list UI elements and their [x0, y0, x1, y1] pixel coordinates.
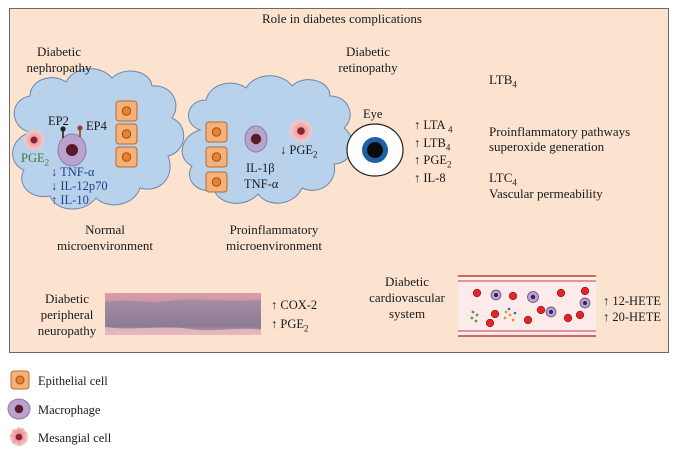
eye-label: Eye: [363, 107, 383, 121]
ltb4-text: LTB: [489, 72, 513, 87]
marker-text: ↑ PGE: [414, 153, 447, 167]
epithelial-cell: [205, 121, 228, 143]
ltc4-desc: Vascular permeability: [489, 186, 603, 201]
neuropathy-heading-line2: peripheral: [40, 307, 94, 322]
cardiovascular-heading-line3: system: [388, 306, 426, 321]
retinopathy-marker-lta4: ↑ LTA 4: [414, 117, 452, 138]
pge2-text: PGE: [21, 151, 45, 165]
epithelial-cell: [205, 171, 228, 193]
macrophage-icon: [7, 398, 31, 420]
pge2-decrease-text: ↓ PGE: [280, 143, 313, 157]
marker-subscript: 2: [447, 159, 452, 170]
epithelial-cell: [205, 146, 228, 168]
proinflammatory-caption-line1: Proinflammatory: [229, 222, 319, 237]
tnfa-label: TNF-α: [244, 177, 279, 191]
ltc4-subscript: 4: [512, 177, 517, 188]
pge2-subscript: 2: [44, 157, 50, 168]
ep4-receptor: [77, 125, 83, 137]
proinflammatory-caption-line2: microenvironment: [225, 238, 323, 253]
mesangial-cell-icon: [9, 425, 28, 446]
retinopathy-marker-pge2: ↑ PGE2: [414, 152, 452, 173]
marker-subscript: 4: [445, 142, 451, 153]
neuropathy-heading-line1: Diabetic: [44, 291, 90, 306]
ltb4-desc-line2: superoxide generation: [489, 139, 605, 154]
legend-mesangial-cell: Mesangial cell: [38, 431, 112, 445]
ep2-receptor: [60, 126, 66, 138]
epithelial-cell-icon: [10, 370, 30, 390]
macrophage: [57, 133, 87, 167]
legend-macrophage: Macrophage: [38, 403, 101, 417]
marker-subscript: 4: [447, 124, 453, 135]
il1b-label: IL-1β: [246, 161, 275, 175]
ltb4-subscript: 4: [512, 79, 517, 90]
epithelial-cell: [115, 146, 138, 168]
cardiovascular-heading: Diabetic cardiovascular system: [352, 274, 462, 322]
pge2-decrease-label: ↓ PGE2: [280, 142, 318, 163]
cardiovascular-heading-line1: Diabetic: [384, 274, 430, 289]
eye-icon: [346, 123, 404, 177]
ep4-label: EP4: [86, 119, 107, 133]
epithelial-cell: [115, 123, 138, 145]
legend-epithelial-cell: Epithelial cell: [38, 374, 108, 388]
mesangial-cell: [24, 130, 44, 150]
normal-microenvironment-cloud: [12, 68, 185, 210]
cytokine-il12: ↓ IL-12p70: [51, 179, 108, 193]
peripheral-nerve-strip: [105, 293, 261, 335]
retinopathy-marker-il8: ↑ IL-8: [414, 170, 446, 186]
normal-caption-line1: Normal: [85, 222, 125, 237]
nephropathy-heading: Diabetic nephropathy: [19, 44, 99, 76]
neuropathy-marker-cox2: ↑ COX-2: [271, 298, 318, 312]
ep2-label: EP2: [48, 114, 69, 128]
cardio-marker-20hete: ↑ 20-HETE: [603, 310, 661, 324]
marker-text: ↑ IL-8: [414, 171, 446, 185]
diagram-title: Role in diabetes complications: [262, 11, 422, 26]
retinopathy-heading-line1: Diabetic: [345, 44, 391, 59]
marker-text: ↑ LTA: [414, 118, 445, 132]
cardiovascular-heading-line2: cardiovascular: [369, 290, 445, 305]
marker-text: ↑ PGE: [271, 317, 304, 331]
cytokine-il10: ↑ IL-10: [51, 193, 89, 207]
ltb4-label: LTB4: [489, 72, 517, 93]
mesangial-cell: [290, 120, 312, 142]
pge2-decrease-subscript: 2: [313, 149, 318, 160]
nephropathy-heading-line2: nephropathy: [26, 60, 92, 75]
retinopathy-heading: Diabetic retinopathy: [328, 44, 408, 76]
neuropathy-heading-line3: neuropathy: [37, 323, 97, 338]
neuropathy-marker-pge2: ↑ PGE2: [271, 316, 309, 337]
ltc4-text: LTC: [489, 170, 513, 185]
neuropathy-heading: Diabetic peripheral neuropathy: [28, 291, 106, 339]
macrophage: [244, 125, 268, 153]
marker-text: ↑ LTB: [414, 136, 446, 150]
cardio-marker-12hete: ↑ 12-HETE: [603, 294, 661, 308]
nephropathy-heading-line1: Diabetic: [36, 44, 82, 59]
ltc4-label: LTC4: [489, 170, 517, 191]
normal-caption-line2: microenvironment: [56, 238, 154, 253]
epithelial-cell: [115, 100, 138, 122]
marker-subscript: 2: [304, 323, 309, 334]
blood-vessel: [458, 275, 596, 337]
ltb4-desc-line1: Proinflammatory pathways: [489, 124, 631, 139]
cytokine-tnf: ↓ TNF-α: [51, 165, 95, 179]
retinopathy-marker-ltb4: ↑ LTB4: [414, 135, 450, 156]
proinflammatory-caption: Proinflammatory microenvironment: [204, 222, 344, 254]
normal-caption: Normal microenvironment: [40, 222, 170, 254]
pge2-label: PGE2: [21, 150, 49, 171]
retinopathy-heading-line2: retinopathy: [338, 60, 398, 75]
